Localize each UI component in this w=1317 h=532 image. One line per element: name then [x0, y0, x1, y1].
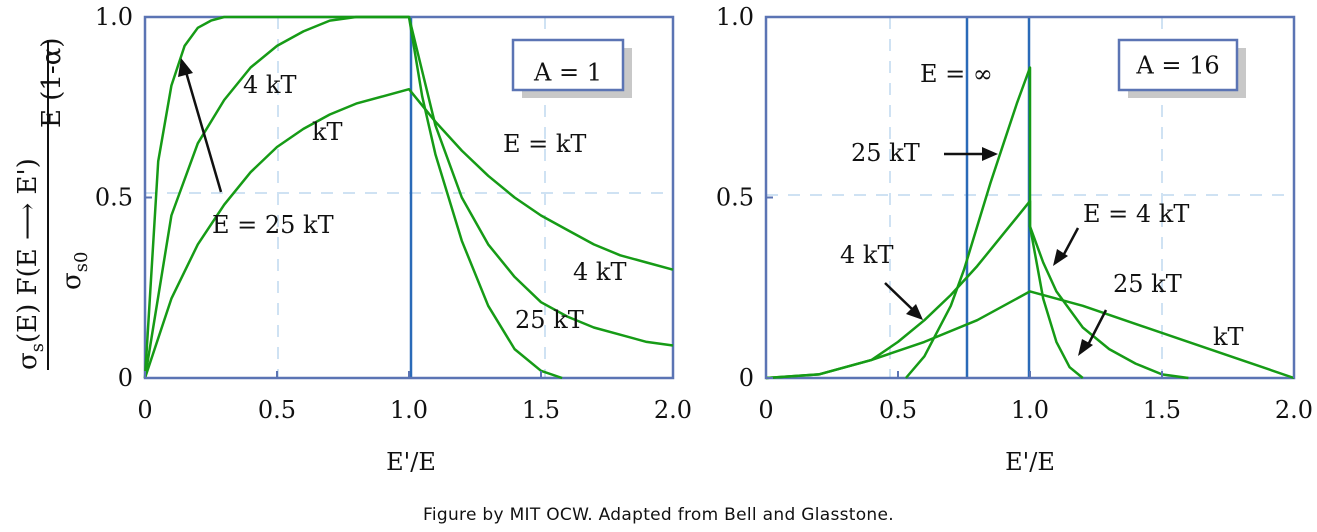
y-tick-label: 0 — [118, 364, 133, 392]
annotation-E-infinity: E = ∞ — [920, 60, 993, 88]
legend-label-left: A = 1 — [533, 59, 602, 87]
x-tick-label: 0 — [137, 396, 152, 424]
y-axis-label: σs(E) F(E ⟶ E') σs0 E (1-α) — [13, 38, 92, 370]
annotation-4kT: 4 kT — [243, 71, 296, 99]
legend-box-right: A = 16 — [1117, 38, 1246, 98]
y-label-denominator: σs0 — [57, 252, 92, 290]
x-axis-label-right: E'/E — [1005, 448, 1055, 476]
arrow-left — [178, 58, 223, 193]
x-tick-label: 1.5 — [1143, 396, 1181, 424]
annotation-E-4kT: E = 4 kT — [1083, 200, 1189, 228]
x-axis-label-left: E'/E — [386, 448, 436, 476]
annotation-E-25kT: E = 25 kT — [212, 211, 334, 239]
x-tick-label: 2.0 — [1275, 396, 1313, 424]
x-tick-label: 1.5 — [522, 396, 560, 424]
y-label-numerator: σs(E) F(E ⟶ E') — [13, 158, 48, 370]
legend-label-right: A = 16 — [1135, 52, 1219, 80]
series-line-right-2 — [904, 66, 1084, 379]
x-tick-label: 0.5 — [879, 396, 917, 424]
series-line-left-2 — [143, 15, 563, 380]
legend-box-left: A = 1 — [511, 38, 632, 98]
arrows-right — [884, 147, 1108, 356]
annotation-25kT-peak: 25 kT — [851, 139, 920, 167]
x-tick-label: 2.0 — [654, 396, 692, 424]
x-tick-label: 0 — [758, 396, 773, 424]
y-tick-label: 0.5 — [716, 184, 754, 212]
y-label-side-factor: E (1-α) — [37, 38, 67, 128]
panel-right: A = 16 E = ∞ 25 kT 4 kT E = 4 kT 25 kT k… — [716, 3, 1313, 476]
grid-left — [145, 17, 672, 378]
annotation-25kT-tail: 25 kT — [515, 306, 584, 334]
panel-left: A = 1 4 kT kT E = kT E = 25 kT 4 kT 25 k… — [95, 3, 692, 476]
ticks-left: 0 0.5 1.0 1.5 2.0 0 0.5 1.0 — [95, 3, 692, 424]
x-tick-label: 1.0 — [390, 396, 428, 424]
annotations-right: E = ∞ 25 kT 4 kT E = 4 kT 25 kT kT — [840, 60, 1244, 356]
annotation-kT: kT — [312, 118, 343, 146]
annotation-4kT-tail: 4 kT — [573, 258, 626, 286]
x-tick-label: 1.0 — [1011, 396, 1049, 424]
annotation-4kT-rise: 4 kT — [840, 241, 893, 269]
annotation-E-kT: E = kT — [503, 130, 586, 158]
annotation-25kT-fall: 25 kT — [1113, 270, 1182, 298]
figure-caption: Figure by MIT OCW. Adapted from Bell and… — [423, 505, 894, 525]
y-tick-label: 0.5 — [95, 184, 133, 212]
series-line-left-0 — [143, 87, 674, 379]
y-tick-label: 0 — [739, 364, 754, 392]
annotation-kT-right: kT — [1213, 323, 1244, 351]
curves-right — [765, 66, 1295, 380]
y-tick-label: 1.0 — [716, 3, 754, 31]
x-tick-label: 0.5 — [258, 396, 296, 424]
annotations-left: 4 kT kT E = kT E = 25 kT 4 kT 25 kT — [178, 58, 626, 334]
ticks-right: 0 0.5 1.0 1.5 2.0 0 0.5 1.0 — [716, 3, 1313, 424]
y-tick-label: 1.0 — [95, 3, 133, 31]
curves-left — [143, 15, 674, 380]
